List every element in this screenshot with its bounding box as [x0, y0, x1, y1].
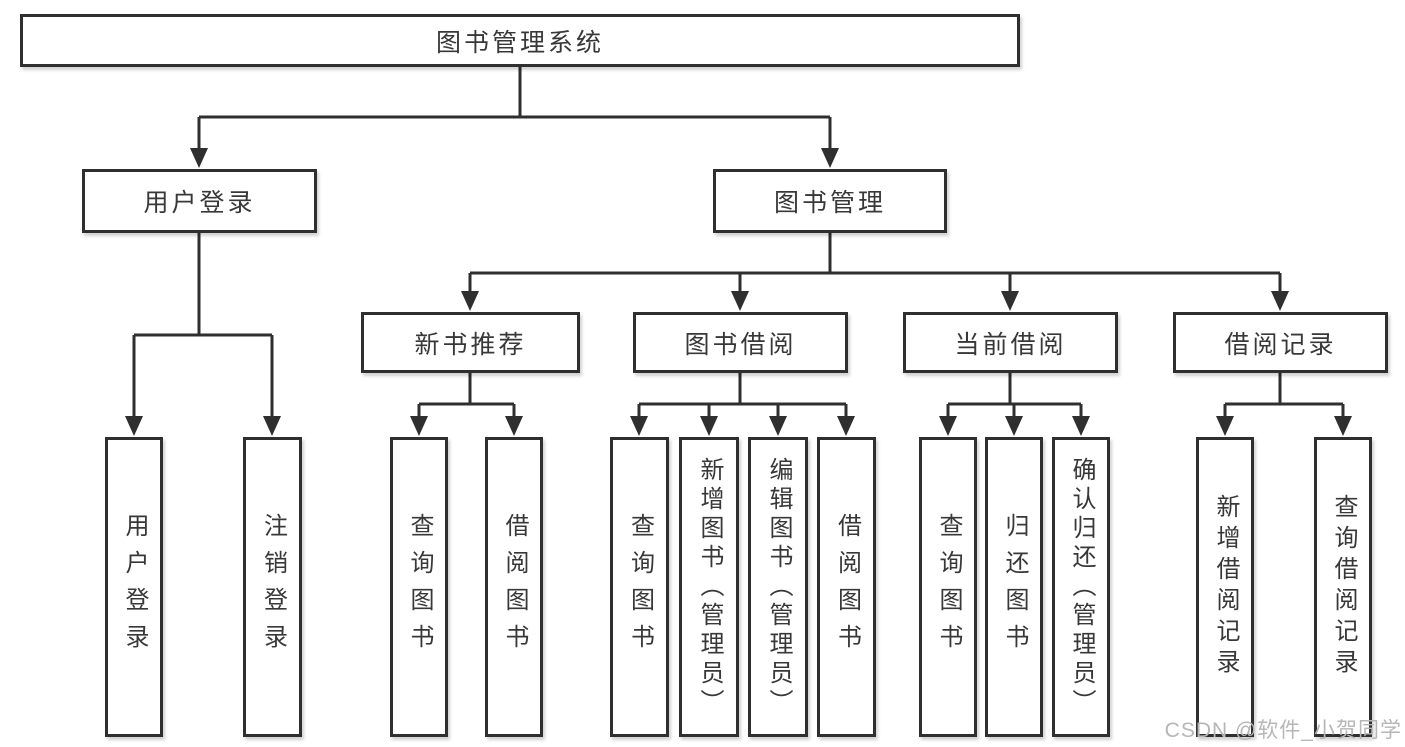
connector-book-borrow-children	[630, 373, 855, 436]
connector-new-book-recommend-children	[410, 373, 523, 436]
node-book-management: 图书管理	[713, 169, 947, 233]
leaf-edit-book-admin: 编辑图书（管理员）	[748, 437, 808, 737]
leaf-add-borrow-record-label: 新增借阅记录	[1212, 494, 1239, 680]
leaf-query-book-borrow: 查询图书	[610, 437, 669, 737]
connector-root-to-level2	[190, 67, 839, 168]
leaf-query-borrow-record-label: 查询借阅记录	[1330, 494, 1357, 680]
leaf-borrow-book: 借阅图书	[817, 437, 876, 737]
node-current-borrow-label: 当前借阅	[954, 330, 1067, 359]
connector-user-login-children	[125, 233, 281, 436]
node-book-management-label: 图书管理	[773, 189, 886, 217]
node-book-borrow: 图书借阅	[633, 312, 848, 373]
leaf-query-book-borrow-label: 查询图书	[626, 513, 654, 661]
leaf-return-book-label: 归还图书	[1001, 513, 1028, 661]
leaf-return-book: 归还图书	[985, 437, 1043, 737]
node-root: 图书管理系统	[20, 14, 1020, 67]
leaf-add-borrow-record: 新增借阅记录	[1196, 437, 1254, 737]
leaf-user-login: 用户登录	[105, 437, 163, 737]
node-user-login-label: 用户登录	[143, 189, 256, 217]
connector-borrow-record-children	[1216, 373, 1352, 436]
node-new-book-recommend-label: 新书推荐	[414, 330, 527, 359]
node-borrow-record: 借阅记录	[1173, 312, 1388, 373]
leaf-query-borrow-record: 查询借阅记录	[1314, 437, 1372, 737]
leaf-logout: 注销登录	[243, 437, 302, 737]
leaf-query-book-current: 查询图书	[919, 437, 977, 737]
leaf-logout-label: 注销登录	[259, 513, 287, 661]
leaf-confirm-return-admin-label: 确认归还（管理员）	[1068, 456, 1095, 718]
leaf-confirm-return-admin: 确认归还（管理员）	[1052, 437, 1110, 737]
leaf-borrow-book-label: 借阅图书	[833, 513, 861, 661]
leaf-borrow-book-recommend-label: 借阅图书	[501, 513, 528, 661]
node-root-label: 图书管理系统	[435, 28, 604, 57]
node-new-book-recommend: 新书推荐	[361, 312, 580, 373]
node-borrow-record-label: 借阅记录	[1224, 330, 1337, 359]
leaf-edit-book-admin-label: 编辑图书（管理员）	[765, 456, 792, 718]
leaf-user-login-label: 用户登录	[121, 513, 148, 661]
node-current-borrow: 当前借阅	[903, 312, 1118, 373]
leaf-add-book-admin-label: 新增图书（管理员）	[696, 456, 723, 718]
connector-book-management-children	[461, 233, 1289, 311]
leaf-query-book-recommend: 查询图书	[390, 437, 448, 737]
leaf-query-book-current-label: 查询图书	[935, 513, 962, 661]
leaf-query-book-recommend-label: 查询图书	[406, 513, 433, 661]
node-user-login: 用户登录	[82, 169, 317, 233]
connector-current-borrow-children	[939, 373, 1090, 436]
leaf-borrow-book-recommend: 借阅图书	[485, 437, 543, 737]
leaf-add-book-admin: 新增图书（管理员）	[679, 437, 739, 737]
node-book-borrow-label: 图书借阅	[684, 330, 797, 359]
watermark-text: CSDN @软件_小贺同学	[1164, 719, 1402, 742]
